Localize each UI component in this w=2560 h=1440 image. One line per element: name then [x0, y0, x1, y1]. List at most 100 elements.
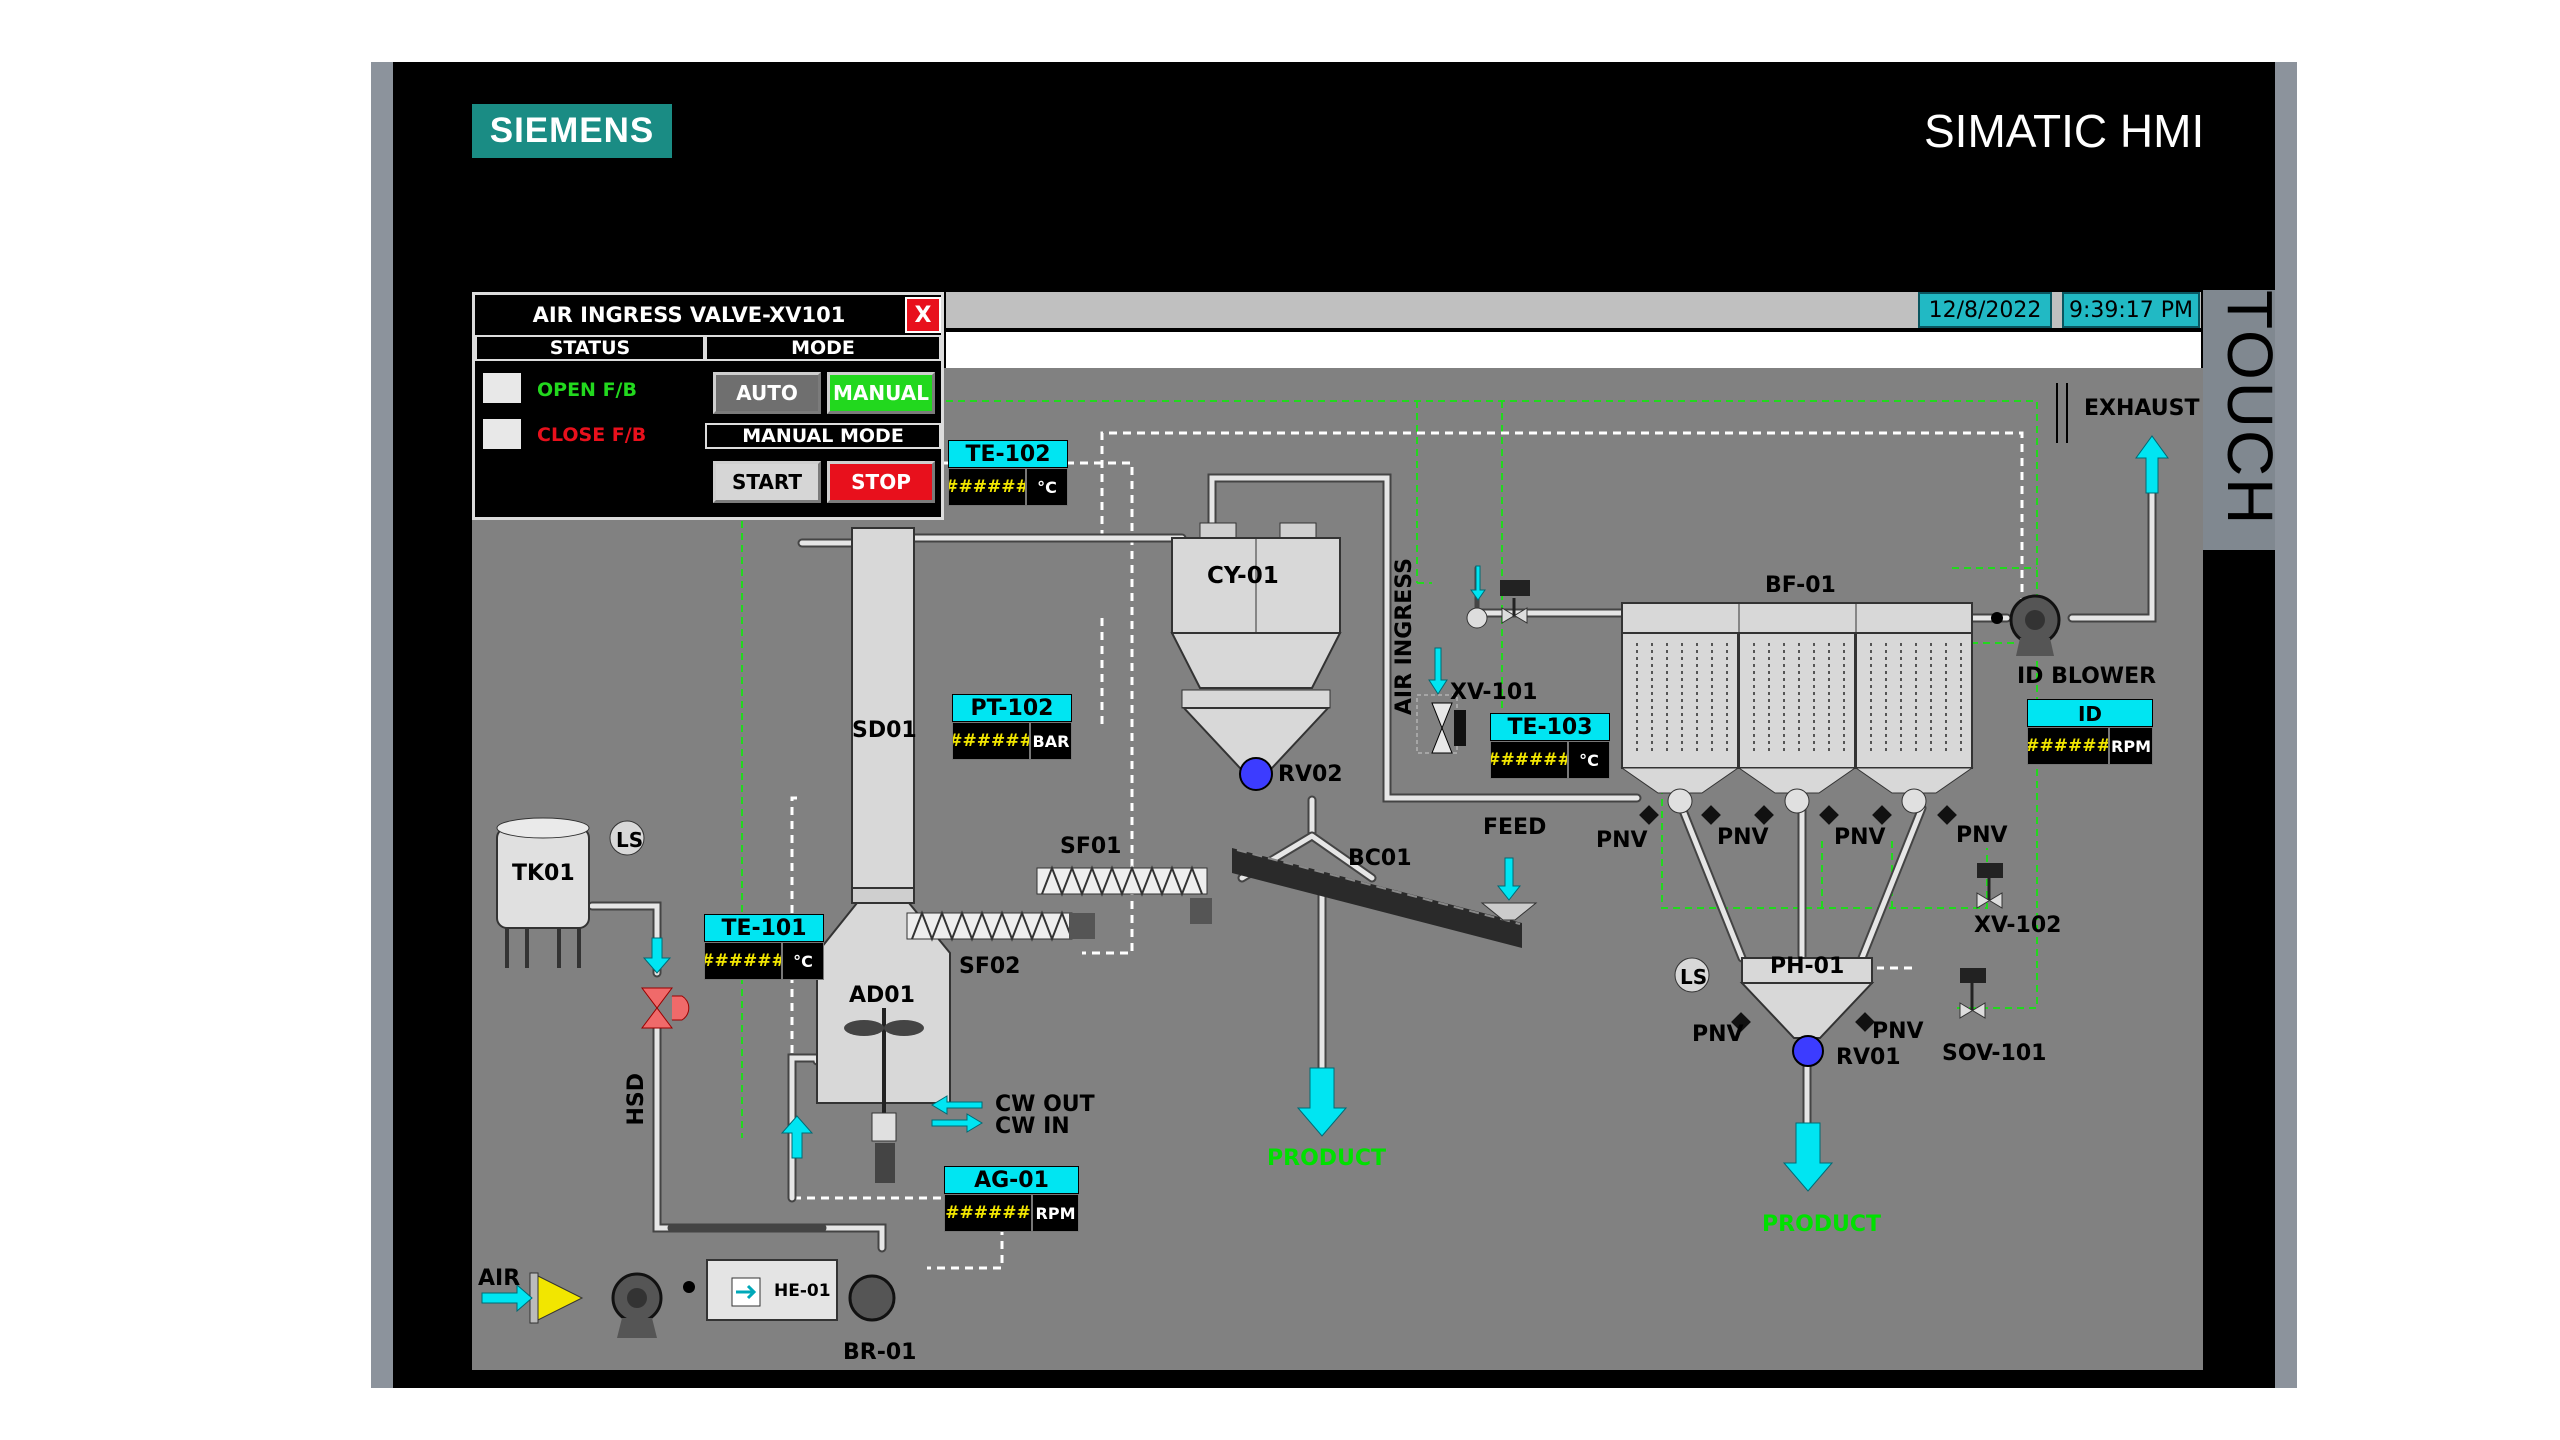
- label-air-ingress: AIR INGRESS: [1392, 558, 1417, 716]
- open-fb-label: OPEN F/B: [537, 379, 637, 401]
- manual-mode-button[interactable]: MANUAL: [827, 372, 935, 414]
- label-cw-out: CW OUT: [995, 1092, 1095, 1117]
- label-product-left: PRODUCT: [1267, 1146, 1387, 1171]
- tag-te102-value: ######: [948, 468, 1026, 506]
- label-ls-tk01: LS: [616, 828, 644, 852]
- label-sd01: SD01: [852, 718, 917, 743]
- touch-label-text: TOUCH: [2214, 290, 2286, 527]
- belt-conveyor-bc01: [1232, 848, 1522, 948]
- feed-hopper: [1480, 902, 1538, 921]
- rotary-valve-rv01: [1792, 1035, 1824, 1067]
- label-pnv-2: PNV: [1717, 825, 1769, 850]
- level-switch-tk01: [609, 820, 645, 856]
- tag-te101-unit: °C: [782, 942, 824, 980]
- valve-xv102: [1976, 863, 2003, 909]
- tag-pt102-name: PT-102: [952, 694, 1072, 722]
- exhaust-damper: [2056, 383, 2068, 443]
- tag-id-blower[interactable]: ID BLOWER ######RPM: [2027, 699, 2153, 765]
- tag-te102-name: TE-102: [948, 440, 1068, 468]
- label-pnv-5: PNV: [1692, 1022, 1744, 1047]
- process-diagram: [481, 383, 2169, 1338]
- label-ph01: PH-01: [1770, 954, 1845, 979]
- tank-tk01: [496, 817, 590, 968]
- tag-ag01-value: ######: [944, 1194, 1032, 1232]
- stop-button[interactable]: STOP: [827, 461, 935, 503]
- label-feed: FEED: [1483, 815, 1547, 840]
- tag-te101-value: ######: [704, 942, 782, 980]
- valve-faceplate: AIR INGRESS VALVE-XV101 X STATUS MODE OP…: [472, 292, 944, 520]
- process-mimic: CY-01 SD01 RV02 SF01 BC01 SF02 AD01 TK01…: [472, 368, 2203, 1370]
- label-air: AIR: [478, 1266, 521, 1291]
- message-bar: [946, 332, 2201, 368]
- tag-pt102[interactable]: PT-102 ######BAR: [952, 694, 1072, 760]
- label-xv102: XV-102: [1974, 913, 2062, 938]
- close-fb-indicator: [483, 419, 521, 449]
- label-tk01: TK01: [512, 861, 575, 886]
- label-hsd: HSD: [624, 1073, 649, 1126]
- label-rv02: RV02: [1278, 762, 1343, 787]
- tag-te102-unit: °C: [1026, 468, 1068, 506]
- faceplate-close-button[interactable]: X: [905, 297, 941, 333]
- label-cw-in: CW IN: [995, 1114, 1070, 1139]
- bezel-left-edge: [371, 62, 393, 1388]
- spray-dryer-sd01: [816, 527, 951, 1104]
- hsd-control-valve: [641, 987, 690, 1029]
- tag-te102[interactable]: TE-102 ######°C: [948, 440, 1068, 506]
- touch-label: TOUCH: [2203, 290, 2286, 550]
- label-sf02: SF02: [959, 954, 1021, 979]
- tag-te103[interactable]: TE-103 ######°C: [1490, 713, 1610, 779]
- tag-id-blower-name: ID BLOWER: [2027, 699, 2153, 754]
- tag-pt102-unit: BAR: [1030, 722, 1072, 760]
- tag-te103-value: ######: [1490, 741, 1568, 779]
- label-exhaust: EXHAUST: [2084, 396, 2200, 421]
- agitator-ad01: [844, 1008, 924, 1183]
- tag-ag01-name: AG-01: [944, 1166, 1079, 1194]
- screw-feeder-sf02: [906, 910, 1095, 942]
- tag-pt102-value: ######: [952, 722, 1030, 760]
- heat-exchanger-he01: [706, 1259, 838, 1321]
- rotary-valve-rv02: [1239, 757, 1273, 791]
- pnv-markers: [1639, 805, 1957, 1032]
- label-bf01: BF-01: [1765, 573, 1836, 598]
- air-ingress-valve: [1466, 580, 1530, 629]
- label-sov101: SOV-101: [1942, 1041, 2047, 1066]
- tag-id-blower-value: ######: [2027, 727, 2109, 765]
- close-fb-label: CLOSE F/B: [537, 424, 647, 446]
- tag-te101-name: TE-101: [704, 914, 824, 942]
- product-hopper-ph01: [1739, 957, 1875, 1039]
- air-filter: [529, 1272, 584, 1324]
- level-switch-ph01: [1674, 957, 1710, 993]
- valve-xv101: [1416, 694, 1466, 754]
- id-blower: [1991, 594, 2061, 656]
- label-br01: BR-01: [843, 1340, 917, 1365]
- hmi-title: SIMATIC HMI: [1924, 105, 2205, 157]
- blower-motor: [848, 1274, 896, 1322]
- screw-feeder-sf01: [1036, 865, 1212, 924]
- faceplate-mode-header: MODE: [705, 335, 941, 361]
- label-bc01: BC01: [1348, 846, 1412, 871]
- blower-br01: [611, 1272, 695, 1338]
- bag-filter-bf01: [1620, 602, 1974, 814]
- label-ls-ph01: LS: [1680, 965, 1708, 989]
- bezel-right-edge: [2275, 62, 2297, 1388]
- cyclone-cy01: [1170, 522, 1342, 769]
- open-fb-indicator: [483, 373, 521, 403]
- tag-te103-unit: °C: [1568, 741, 1610, 779]
- label-pnv-4: PNV: [1956, 823, 2008, 848]
- time-display: 9:39:17 PM: [2062, 292, 2200, 328]
- label-cy01: CY-01: [1207, 563, 1279, 589]
- label-id-blower: ID BLOWER: [2017, 664, 2157, 689]
- tag-te101[interactable]: TE-101 ######°C: [704, 914, 824, 980]
- tag-ag01[interactable]: AG-01 ######RPM: [944, 1166, 1079, 1232]
- label-sf01: SF01: [1060, 834, 1122, 859]
- auto-mode-button[interactable]: AUTO: [713, 372, 821, 414]
- start-button[interactable]: START: [713, 461, 821, 503]
- flow-arrows: [481, 435, 2169, 1313]
- label-rv01: RV01: [1836, 1045, 1901, 1070]
- label-xv101: XV-101: [1450, 680, 1538, 705]
- label-ad01: AD01: [849, 983, 915, 1008]
- faceplate-manual-mode-header: MANUAL MODE: [705, 423, 941, 449]
- faceplate-status-header: STATUS: [475, 335, 705, 361]
- valve-sov101: [1959, 968, 1986, 1019]
- tag-id-blower-unit: RPM: [2109, 727, 2153, 765]
